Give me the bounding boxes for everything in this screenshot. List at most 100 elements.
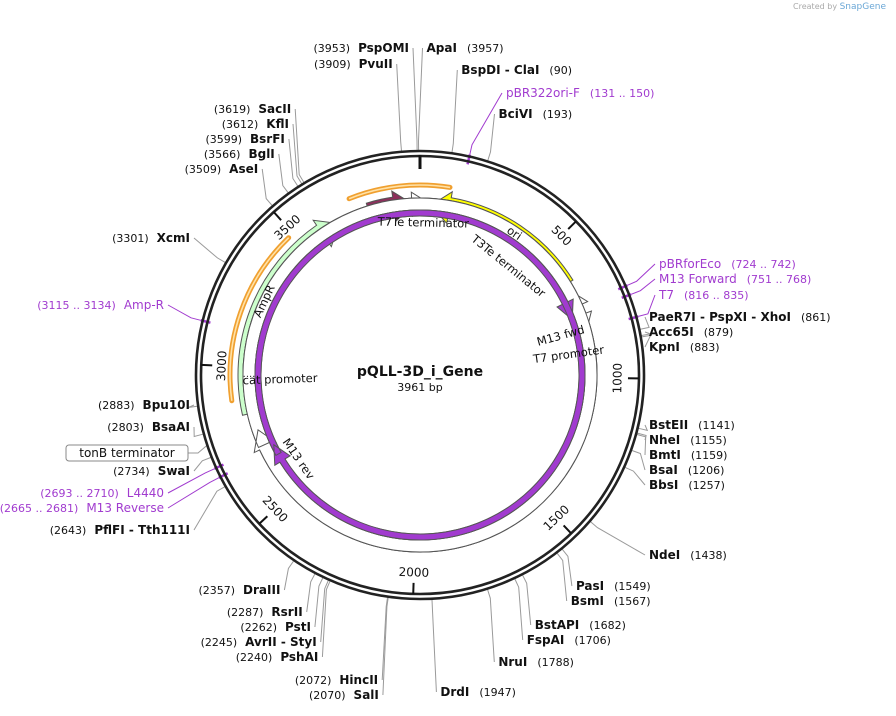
site-paer7i-pspxi-xhoi[interactable]: PaeR7I - PspXI - XhoI(861) [649,310,831,324]
tonb-terminator-box[interactable] [65,444,189,462]
primer-pbr322ori-f[interactable]: pBR322ori-F(131 .. 150) [506,86,654,100]
site-position: (879) [704,326,734,339]
site-position: (3509) [185,163,222,176]
site-position: (3599) [205,133,242,146]
tick-label: 2000 [398,565,429,580]
site-leader-nrui [487,589,495,663]
site-apai[interactable]: ApaI(3957) [427,41,504,55]
site-fspai[interactable]: FspAI(1706) [527,633,611,647]
site-bbsi[interactable]: BbsI(1257) [649,478,725,492]
site-leader-apai [417,47,423,151]
site-bpu10i[interactable]: Bpu10I(2883) [98,398,190,412]
tick-label: 3000 [214,350,229,381]
site-bmti[interactable]: BmtI(1159) [649,448,727,462]
primer-name: T7 [658,288,674,302]
site-leader-acc65i [641,331,653,336]
site-bstapi[interactable]: BstAPI(1682) [535,618,626,632]
primer-name: L4440 [127,486,164,500]
site-name: BglI [248,147,274,161]
site-xcmi[interactable]: XcmI(3301) [112,231,190,245]
site-bgli[interactable]: BglI(3566) [204,147,275,161]
site-position: (2883) [98,399,135,412]
site-asei[interactable]: AseI(3509) [185,162,259,176]
site-leader-bmti [636,434,647,456]
site-drdi[interactable]: DrdI(1947) [440,685,516,699]
site-position: (1141) [698,419,735,432]
site-position: (1706) [574,634,611,647]
site-pasi[interactable]: PasI(1549) [576,579,651,593]
primer-m13-reverse[interactable]: M13 Reverse(2665 .. 2681) [0,501,164,515]
site-bsteii[interactable]: BstEII(1141) [649,418,735,432]
tick-mark [201,363,213,367]
primer-l4440[interactable]: L4440 (2693 .. 2710) [40,486,164,500]
site-position: (2070) [309,689,346,702]
site-name: NruI [498,655,527,669]
site-hincii[interactable]: HincII(2072) [295,673,378,687]
site-ndei[interactable]: NdeI(1438) [649,548,727,562]
site-rsrii[interactable]: RsrII(2287) [227,605,303,619]
primer-m13-forward[interactable]: M13 Forward(751 .. 768) [659,272,811,286]
site-position: (3619) [214,103,251,116]
site-position: (1438) [690,549,727,562]
site-acc65i[interactable]: Acc65I(879) [649,325,733,339]
primer-amp-r[interactable]: Amp-R(3115 .. 3134) [37,298,164,312]
site-name: HincII [339,673,378,687]
site-avrii-styi[interactable]: AvrII - StyI(2245) [201,635,317,649]
site-pflfi-tth111i[interactable]: PflFI - Tth111I(2643) [50,523,190,537]
site-position: (2245) [201,636,238,649]
site-name: SacII [258,102,291,116]
primer-range: (751 .. 768) [747,273,812,286]
site-position: (1257) [688,479,725,492]
primer-leader-m13-reverse [167,477,219,509]
site-name: PstI [285,620,311,634]
site-bsmi[interactable]: BsmI(1567) [571,594,651,608]
site-position: (2240) [236,651,273,664]
site-name: RsrII [271,605,302,619]
site-kfli[interactable]: KflI(3612) [222,117,289,131]
site-nhei[interactable]: NheI(1155) [649,433,727,447]
site-leader-pasi [561,548,573,587]
site-leader-rsrii [306,573,316,613]
site-bsrfi[interactable]: BsrFI(3599) [205,132,284,146]
site-name: BstAPI [535,618,580,632]
site-leader-bspdi-clai [451,69,458,153]
site-name: BsaI [649,463,678,477]
site-draiii[interactable]: DraIII(2357) [198,583,280,597]
site-bcivi[interactable]: BciVI(193) [499,107,573,121]
site-name: SalI [354,688,379,702]
credit-text: Created by [793,2,838,11]
primer-pbrforeco[interactable]: pBRforEco(724 .. 742) [659,257,796,271]
site-name: PshAI [280,650,318,664]
site-swai[interactable]: SwaI(2734) [113,464,190,478]
site-position: (3909) [314,58,351,71]
site-position: (3957) [467,42,504,55]
site-position: (1159) [691,449,728,462]
snapgene-credit: Created by SnapGene [793,2,886,12]
primer-t7[interactable]: T7 (816 .. 835) [658,288,749,302]
site-position: (883) [690,341,720,354]
site-name: SwaI [158,464,190,478]
site-kpni[interactable]: KpnI(883) [649,340,720,354]
site-position: (1206) [688,464,725,477]
primer-range: (2693 .. 2710) [40,487,119,500]
site-bsaai[interactable]: BsaAI(2803) [107,420,190,434]
site-bspdi-clai[interactable]: BspDI - ClaI(90) [461,63,572,77]
site-position: (1788) [537,656,574,669]
site-pshai[interactable]: PshAI (2240) [236,650,319,664]
site-leader-ndei [590,521,646,556]
site-nrui[interactable]: NruI (1788) [498,655,574,669]
site-sacii[interactable]: SacII (3619) [214,102,291,116]
site-sali[interactable]: SalI (2070) [309,688,379,702]
site-pvuii[interactable]: PvuII(3909) [314,57,393,71]
primer-range: (816 .. 835) [684,289,749,302]
primer-leader-pbr322ori-f [469,92,503,155]
site-psti[interactable]: PstI(2262) [240,620,311,634]
site-leader-avrii-styi [320,580,329,643]
site-bsai[interactable]: BsaI (1206) [649,463,724,477]
ori-label: ori [504,223,524,243]
site-name: DrdI [440,685,469,699]
site-leader-pspomi [412,47,418,151]
site-leader-bstapi [522,574,532,626]
site-pspomi[interactable]: PspOMI(3953) [314,41,410,55]
site-leader-bsai [631,450,646,471]
